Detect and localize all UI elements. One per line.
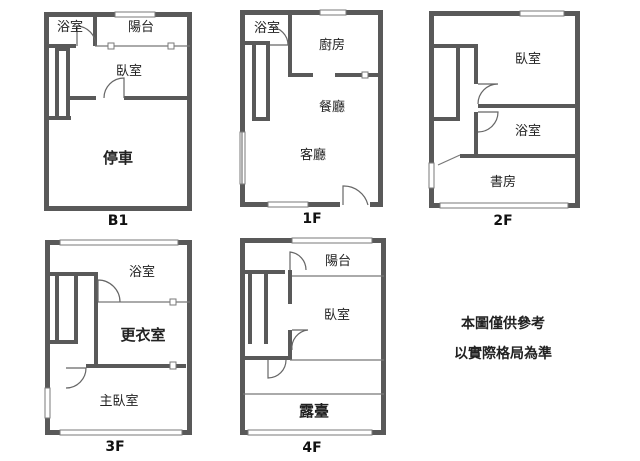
3f-bath-label: 浴室: [129, 264, 155, 280]
plan-2f: 臥室 浴室 書房: [428, 10, 580, 209]
disclaimer-line-1: 本圖僅供參考: [461, 316, 545, 332]
4f-bedroom-label: 臥室: [324, 307, 350, 323]
2f-bath-label: 浴室: [515, 123, 541, 139]
plan-1f: 浴室 廚房 餐廳 客廳: [239, 9, 383, 209]
plan-4f: 陽台 臥室 露臺: [240, 237, 386, 436]
3f-floor-label: 3F: [105, 439, 124, 455]
2f-study-label: 書房: [490, 174, 516, 190]
b1-bedroom-label: 臥室: [116, 63, 142, 79]
1f-living-label: 客廳: [300, 147, 326, 163]
b1-balcony-label: 陽台: [128, 20, 154, 35]
4f-balcony-label: 陽台: [325, 254, 351, 269]
2f-floor-label: 2F: [493, 213, 512, 229]
b1-bath-label: 浴室: [57, 19, 83, 35]
b1-floor-label: B1: [108, 213, 128, 229]
disclaimer-line-2: 以實際格局為準: [454, 346, 552, 362]
3f-master-label: 主臥室: [99, 393, 138, 409]
1f-bath-label: 浴室: [254, 20, 280, 36]
3f-closet-label: 更衣室: [120, 326, 165, 344]
4f-floor-label: 4F: [302, 440, 321, 456]
1f-floor-label: 1F: [302, 211, 321, 227]
b1-garage-label: 停車: [103, 149, 133, 167]
plan-b1: 浴室 陽台 臥室 停車: [44, 11, 192, 211]
plan-3f: 浴室 更衣室 主臥室: [44, 239, 192, 436]
1f-kitchen-label: 廚房: [319, 37, 345, 53]
2f-bedroom-label: 臥室: [515, 51, 541, 67]
1f-dining-label: 餐廳: [319, 99, 345, 115]
4f-terrace-label: 露臺: [299, 402, 329, 420]
